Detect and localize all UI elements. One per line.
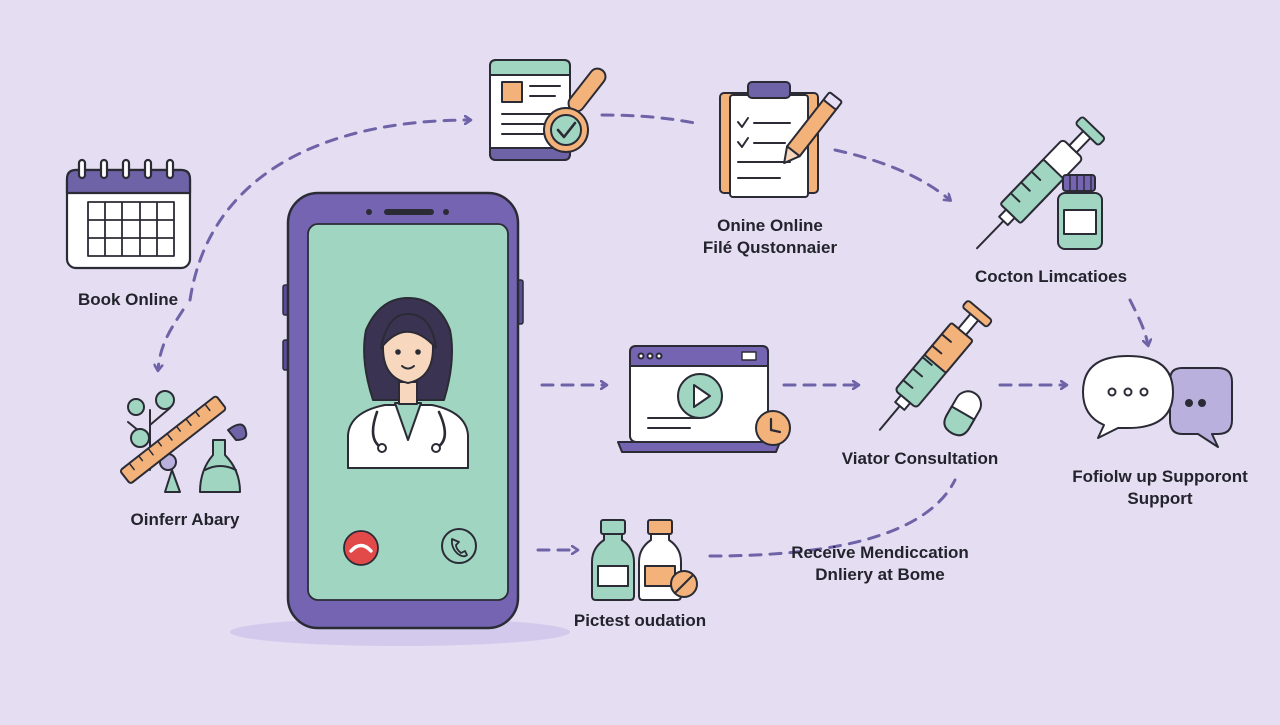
label-limitations: Cocton Limcatioes [974,267,1128,286]
label-online-questionnaire-line2: Filé Qustonnaier [702,238,838,257]
clipboard-questionnaire-icon [719,81,843,198]
lab-ruler-icon [120,390,248,493]
label-online-questionnaire: Onine Online Filé Qustonnaier [670,215,870,259]
arrow-consult-to-medication [708,478,957,558]
arrow-book-to-oinferr [158,308,185,370]
document-check-icon [489,59,607,161]
syringe-vial-icon [976,116,1106,250]
syringe-pill-icon [878,300,993,437]
calendar-icon [65,158,192,270]
arrow-phone-to-questionnaire [188,120,470,302]
label-receive-medication-line2: Dnliery at Bome [815,565,945,584]
label-follow-up-support: Fofiolw up Supporont Support [1050,466,1270,510]
connector-arrows [158,113,1148,558]
label-book-online: Book Online [77,290,179,309]
clock-icon [755,410,791,446]
arrow-limitations-to-followup [1128,298,1148,345]
label-follow-up-line2: Support [1127,489,1193,508]
accept-call-button[interactable] [441,528,477,564]
arrow-questionnaire-to-checklist [600,113,702,126]
label-oinferr: Oinferr Abary [130,510,240,529]
label-follow-up-line1: Fofiolw up Supporont [1072,467,1248,486]
label-pictest: Pictest oudation [573,611,707,630]
label-receive-medication-line1: Receive Mendiccation [791,543,969,562]
video-consultation-icon [617,345,791,453]
arrow-checklist-to-limitations [833,148,950,200]
chat-support-icon [1082,355,1233,448]
doctor-avatar [347,297,469,469]
phone-speaker [384,209,434,215]
label-online-questionnaire-line1: Onine Online [717,216,823,235]
label-receive-medication: Receive Mendiccation Dnliery at Bome [760,542,1000,586]
decline-call-button[interactable] [343,530,379,566]
label-consultation: Viator Consultation [841,449,999,468]
medication-bottles-icon [591,519,698,601]
